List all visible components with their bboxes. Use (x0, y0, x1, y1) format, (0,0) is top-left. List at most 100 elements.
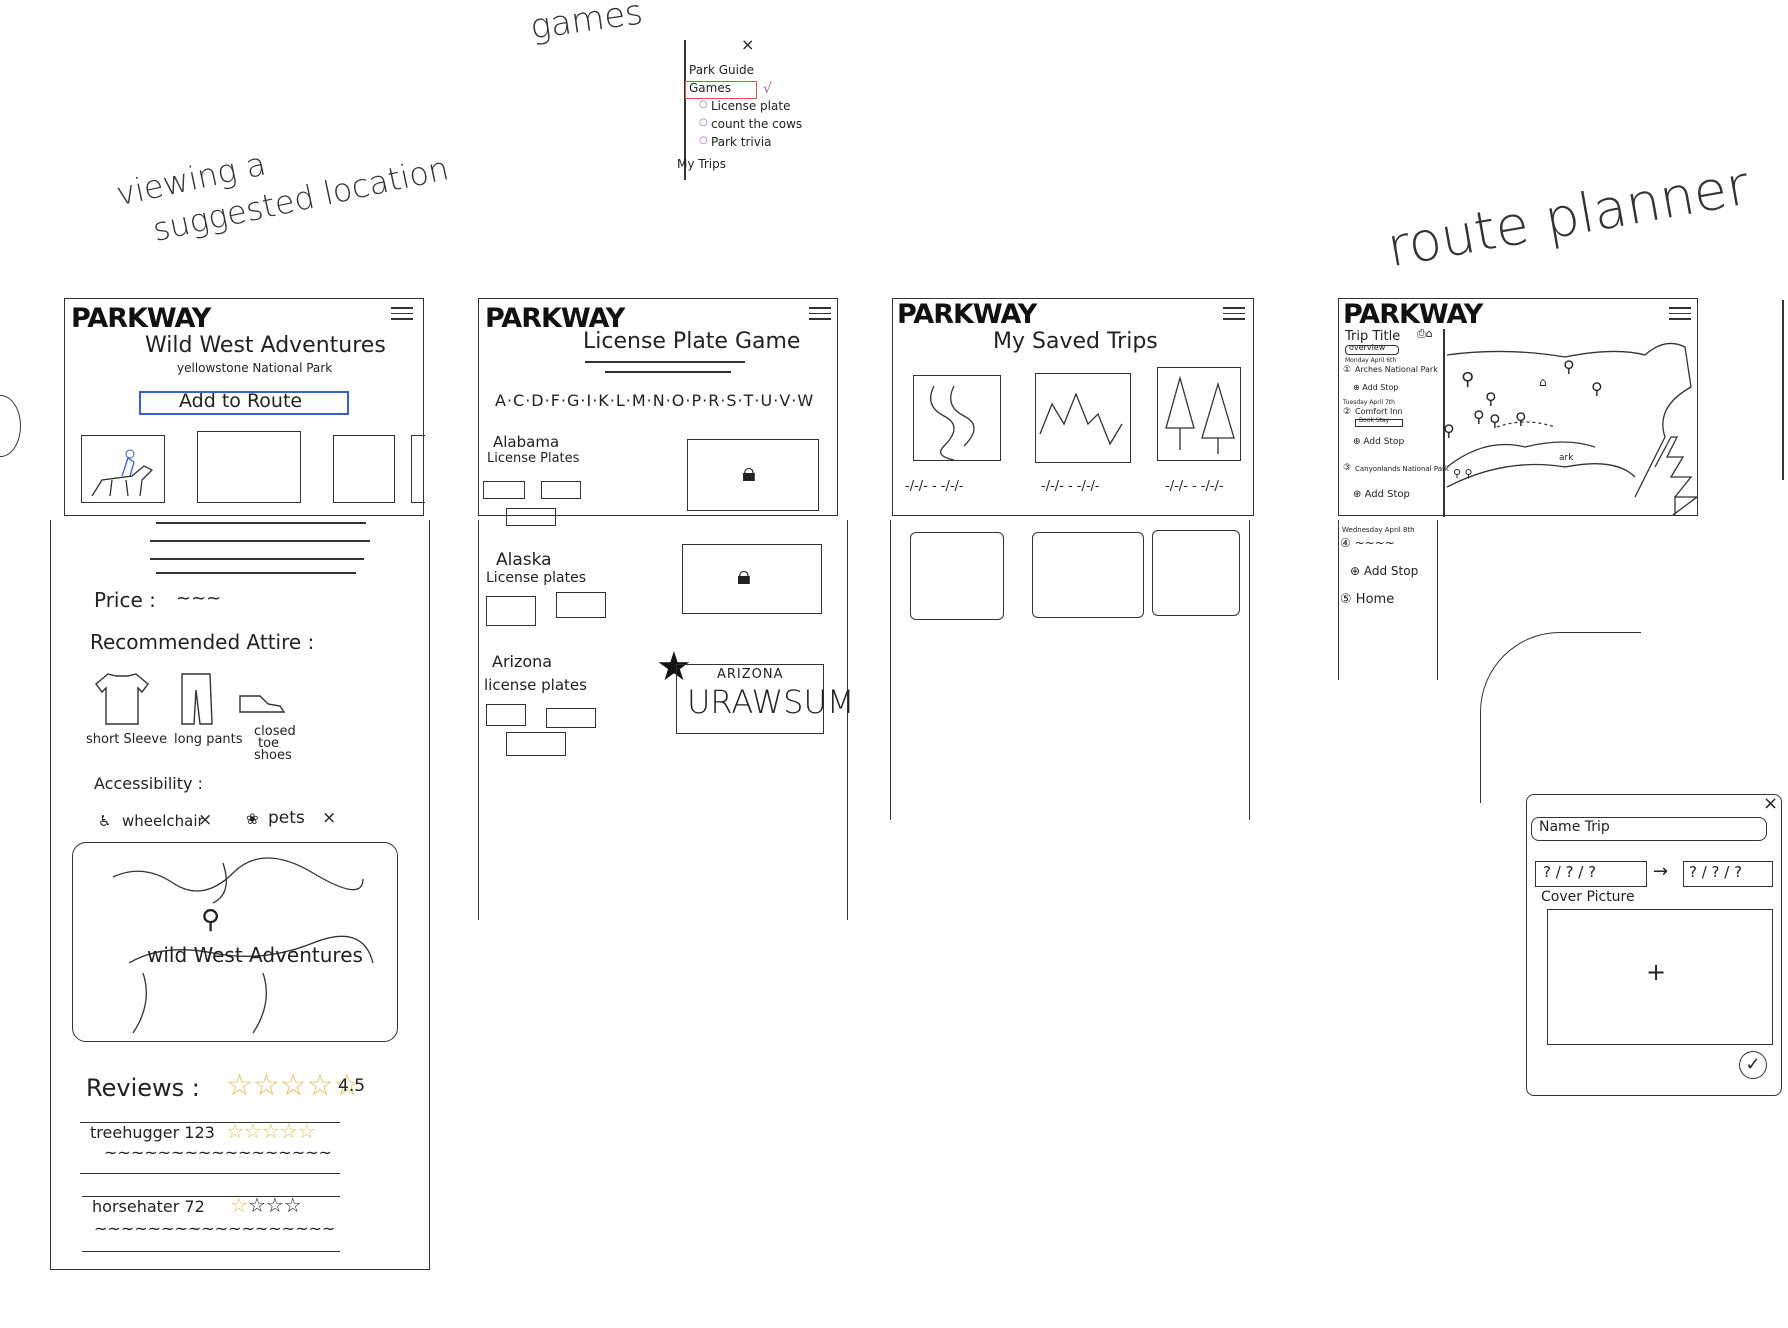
logo: PARKWAY (71, 303, 211, 334)
shoe-icon (239, 695, 286, 713)
end-date-input[interactable] (1683, 861, 1773, 887)
check-icon: √ (763, 81, 772, 97)
sidebar-divider (1443, 329, 1445, 517)
shirt-icon (95, 673, 149, 725)
description-line (150, 558, 364, 560)
unlocked-plate-arizona[interactable]: ARIZONA URAWSUM (676, 664, 854, 734)
reviews-label: Reviews : (86, 1074, 200, 1102)
trip-title: Trip Title (1345, 329, 1401, 344)
zoom-icons[interactable]: ⚲ ⚲ (1453, 467, 1473, 480)
trip-name-input[interactable] (1531, 817, 1767, 841)
trip-card-river[interactable] (913, 375, 1001, 461)
review-card[interactable]: treehugger 123 ☆☆☆☆☆ ~~~~~~~~~~~~~~~~~ (80, 1119, 340, 1174)
menu-item-my-trips[interactable]: My Trips (677, 157, 726, 171)
hamburger-menu-icon[interactable] (1669, 303, 1691, 324)
home-icon: ⌂ (1539, 375, 1547, 389)
book-stay-button[interactable]: Book Stay (1359, 417, 1390, 424)
add-stop-button[interactable]: ⊕ Add Stop (1353, 489, 1410, 500)
review-stars-icon: ☆☆☆☆☆ (226, 1119, 316, 1143)
map-pin-icon: ⚲ (201, 905, 221, 935)
stop-arches[interactable]: Arches National Park (1355, 365, 1438, 374)
attire-long-pants: long pants (174, 732, 243, 747)
stop-comfort-inn[interactable]: Comfort Inn (1355, 407, 1403, 416)
plate-slot[interactable] (483, 481, 525, 499)
menu-item-license-plate[interactable]: License plate (711, 99, 791, 113)
attire-shoes: shoes (254, 748, 292, 763)
screen3-viewport: PARKWAY My Saved Trips -/-/- - -/-/- -/-… (892, 298, 1254, 516)
close-icon[interactable]: × (1763, 793, 1779, 814)
page-title: License Plate Game (583, 329, 801, 354)
plate-slot[interactable] (556, 592, 606, 618)
trip-card-mountains[interactable] (1035, 373, 1131, 463)
menu-close-icon[interactable]: × (741, 35, 755, 54)
route-map[interactable]: ⚲ ⚲ ⚲ ⚲ ⚲ ⚲ ⚲ ⚲ ⌂ ark ⚲ ⚲ (1443, 327, 1699, 516)
photo-4-partial[interactable] (411, 435, 425, 503)
screen2-viewport: PARKWAY License Plate Game A·C·D·F·G·I·K… (478, 298, 838, 516)
menu-item-park-guide[interactable]: Park Guide (689, 63, 754, 77)
rating-value: 4.5 (338, 1076, 366, 1096)
start-date-input[interactable] (1535, 861, 1647, 887)
new-trip-modal: × Name Trip ? / ? / ? → ? / ? / ? Cover … (1526, 793, 1782, 1096)
cover-picture-upload[interactable]: + (1547, 909, 1773, 1045)
screen2-scroll-frame (478, 520, 848, 920)
trip-card-empty[interactable] (910, 532, 1004, 620)
trip-card-trees[interactable] (1157, 367, 1241, 461)
map-pin-icon: ⚲ (1473, 407, 1485, 426)
hamburger-menu-icon[interactable] (391, 303, 413, 324)
state-sub: license plates (484, 676, 587, 694)
access-pets: pets (268, 808, 305, 828)
photo-2[interactable] (197, 431, 301, 503)
menu-item-count-the-cows[interactable]: count the cows (711, 117, 803, 131)
overview-tab[interactable]: overview (1349, 343, 1386, 352)
alphabet-tracker: A·C·D·F·G·I·K·L·M·N·O·P·R·S·T·U·V·W (495, 391, 815, 410)
photo-3[interactable] (333, 435, 395, 503)
plate-slot[interactable] (541, 481, 581, 499)
screen4-sidebar-frame (1338, 520, 1438, 680)
screen1-scroll-frame (50, 520, 430, 1270)
hamburger-menu-icon[interactable] (809, 303, 831, 324)
attire-closed: closed (254, 724, 296, 739)
arrow-right-icon: → (1653, 861, 1669, 882)
map-pin-icon: ⚲ (1563, 357, 1575, 376)
location-map[interactable]: ⚲ wild West Adventures (72, 842, 398, 1042)
add-stop-button[interactable]: ⊕ Add Stop (1350, 564, 1419, 578)
locked-plate[interactable]: 🔒︎ (682, 544, 822, 614)
route-map-illustration (1446, 342, 1699, 516)
trip-card-empty[interactable] (1152, 530, 1240, 616)
add-to-route-button[interactable]: Add to Route (179, 390, 303, 412)
circle-icon: ○ (699, 135, 708, 146)
plate-slot[interactable] (546, 708, 596, 728)
mountains-illustration (1039, 392, 1123, 446)
home-stop-button[interactable]: ⑤ Home (1340, 592, 1395, 607)
menu-item-games-highlight (685, 81, 757, 99)
cover-picture-label: Cover Picture (1541, 889, 1635, 905)
map-pin-icon: ⚲ (1489, 411, 1501, 430)
stop-number-4: ④ ~~~~ (1340, 536, 1395, 550)
review-card[interactable]: horsehater 72 ☆☆☆☆ ~~~~~~~~~~~~~~~~~~ (82, 1193, 340, 1252)
hamburger-menu-icon[interactable] (1223, 303, 1245, 324)
plate-slot[interactable] (506, 508, 556, 526)
plate-slot[interactable] (486, 704, 526, 726)
share-print-icons[interactable]: ⎙⌂ (1417, 327, 1433, 340)
plate-slot[interactable] (506, 732, 566, 756)
photo-horse-rider[interactable] (81, 435, 165, 503)
add-stop-button[interactable]: ⊕ Add Stop (1353, 437, 1405, 447)
add-stop-button[interactable]: ⊕ Add Stop (1353, 383, 1399, 392)
stop-canyonlands[interactable]: Canyonlands National Park (1355, 465, 1449, 473)
star-icon: ★ (656, 644, 692, 690)
menu-item-park-trivia[interactable]: Park trivia (711, 135, 772, 149)
lock-icon: 🔒︎ (737, 561, 751, 591)
menu-item-games[interactable]: Games (689, 81, 731, 95)
confirm-check-button[interactable]: ✓ (1739, 1051, 1767, 1079)
plus-icon: + (1646, 958, 1667, 986)
map-pin-icon: ⚲ (1461, 369, 1475, 390)
partial-sketch-left (0, 395, 21, 457)
stop-number-2: ② (1343, 407, 1352, 417)
screen4-viewport: PARKWAY Trip Title ⎙⌂ overview Monday Ap… (1338, 298, 1699, 517)
map-pin-icon: ⚲ (1443, 421, 1455, 440)
trip-card-empty[interactable] (1032, 532, 1144, 618)
book-stay-outline (1355, 419, 1403, 427)
description-line (156, 572, 356, 574)
locked-plate[interactable]: 🔒︎ (687, 439, 819, 511)
plate-slot[interactable] (486, 596, 536, 626)
